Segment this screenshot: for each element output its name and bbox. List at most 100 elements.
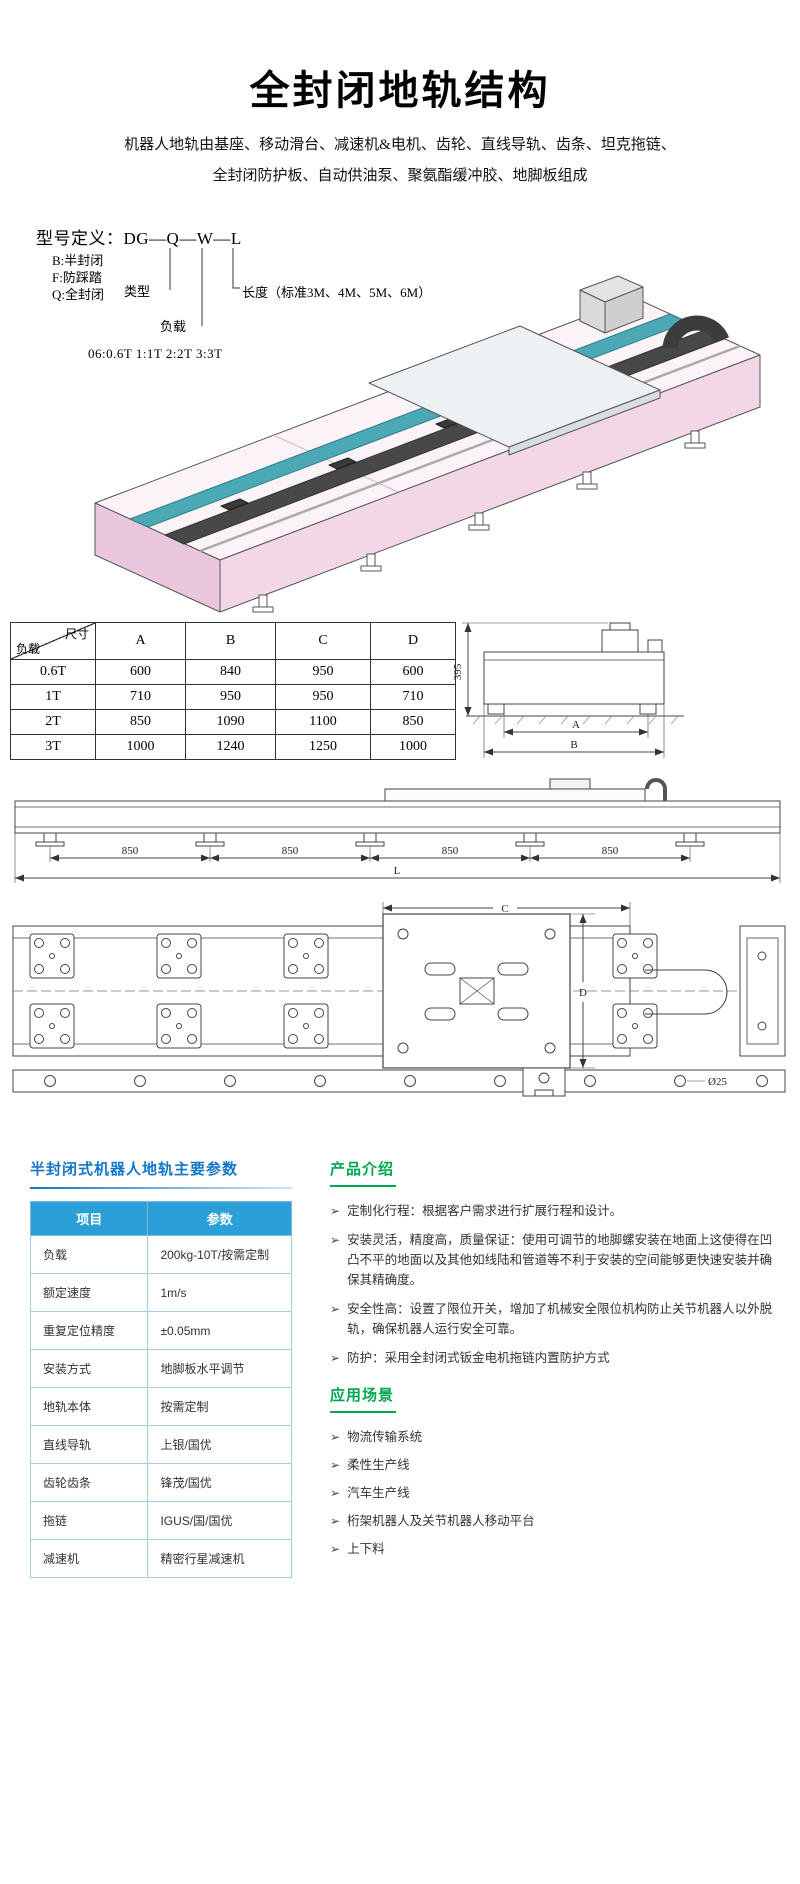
param-item: 重复定位精度 — [29, 1311, 149, 1350]
param-item: 减速机 — [29, 1539, 149, 1578]
param-value: 按需定制 — [147, 1387, 292, 1426]
scenario-item-text: 上下料 — [347, 1542, 385, 1556]
anchor-bolt-holes — [44, 1075, 768, 1087]
carriage-plate — [384, 788, 646, 802]
param-item: 额定速度 — [29, 1273, 149, 1312]
table-cell: 1250 — [275, 734, 371, 760]
foot — [684, 430, 706, 449]
elevation-drawing: 850 850 850 850 L — [5, 776, 795, 899]
scenario-item: ➢ 汽车生产线 — [330, 1483, 778, 1503]
arrow-bullet-icon: ➢ — [330, 1204, 341, 1218]
column-header-c: C — [275, 622, 371, 660]
length-label: 长度（标准3M、4M、5M、6M） — [242, 285, 432, 300]
scenario-item: ➢ 桁架机器人及关节机器人移动平台 — [330, 1511, 778, 1531]
green-divider — [330, 1411, 396, 1413]
param-item: 地轨本体 — [29, 1387, 149, 1426]
anchor-base-strip — [12, 1069, 786, 1093]
green-divider — [330, 1185, 396, 1187]
table-cell: 600 — [95, 659, 186, 685]
param-row: 减速机精密行星减速机 — [29, 1539, 292, 1578]
param-value: ±0.05mm — [147, 1311, 292, 1350]
dim-label-850: 850 — [122, 845, 139, 857]
table-cell: 1100 — [275, 709, 371, 735]
row-load-label: 3T — [10, 734, 96, 760]
table-cell: 950 — [275, 684, 371, 710]
dimension-table-corner: 尺寸 负载 — [10, 622, 96, 660]
type-option-b: B:半封闭 — [52, 253, 104, 268]
dim-label-c: C — [501, 903, 508, 915]
param-value: 锋茂/国优 — [147, 1463, 292, 1502]
corner-label-load: 负载 — [16, 642, 41, 656]
dim-label-850: 850 — [282, 845, 299, 857]
dim-label-d: D — [579, 987, 587, 999]
scenario-item: ➢ 柔性生产线 — [330, 1455, 778, 1475]
foot — [515, 832, 545, 847]
page-subtitle: 机器人地轨由基座、移动滑台、减速机&电机、齿轮、直线导轨、齿条、坦克拖链、 全封… — [0, 130, 800, 192]
column-header-d: D — [370, 622, 456, 660]
arrow-bullet-icon: ➢ — [330, 1233, 341, 1247]
dim-label-b: B — [570, 739, 577, 751]
param-value: 地脚板水平调节 — [147, 1349, 292, 1388]
model-definition: 型号定义：DG—Q—W—L B:半封闭 F:防踩踏 Q:全封闭 类型 负载 长度… — [30, 224, 470, 376]
plan-view-svg: C D Ø25 — [12, 902, 786, 1097]
foot — [35, 832, 65, 847]
dim-label-a: A — [572, 719, 580, 731]
dim-label-l: L — [394, 865, 401, 877]
arrow-bullet-icon: ➢ — [330, 1302, 341, 1316]
load-codes: 06:0.6T 1:1T 2:2T 3:3T — [88, 346, 223, 361]
param-row: 齿轮齿条锋茂/国优 — [29, 1463, 292, 1502]
foot — [576, 471, 598, 490]
param-item: 齿轮齿条 — [29, 1463, 149, 1502]
table-row: 3T 1000 1240 1250 1000 — [10, 734, 456, 760]
chain-bend — [645, 778, 667, 801]
isometric-rail-svg — [94, 275, 761, 613]
intro-item-text: 防护：采用全封闭式钣金电机拖链内置防护方式 — [347, 1351, 610, 1365]
linear-guide-rail — [199, 344, 741, 553]
scenarios-title: 应用场景 — [330, 1387, 395, 1404]
param-value: 上银/国优 — [147, 1425, 292, 1464]
row-load-label: 0.6T — [10, 659, 96, 685]
table-cell: 710 — [370, 684, 456, 710]
mounting-plate — [156, 1003, 202, 1049]
param-header-value: 参数 — [147, 1201, 292, 1236]
subtitle-line-2: 全封闭防护板、自动供油泵、聚氨酯缓冲胶、地脚板组成 — [212, 168, 588, 184]
introduction-section: 产品介绍 ➢ 定制化行程：根据客户需求进行扩展行程和设计。 ➢ 安装灵活，精度高… — [330, 1158, 778, 1567]
param-row: 安装方式地脚板水平调节 — [29, 1349, 292, 1388]
dim-label-850: 850 — [442, 845, 459, 857]
introduction-list: ➢ 定制化行程：根据客户需求进行扩展行程和设计。 ➢ 安装灵活，精度高，质量保证… — [330, 1201, 778, 1368]
intro-item-text: 安全性高：设置了限位开关，增加了机械安全限位机构防止关节机器人以外脱轨，确保机器… — [347, 1302, 773, 1336]
dimension-table-header-row: 尺寸 负载 A B C D — [10, 622, 456, 660]
table-cell: 840 — [185, 659, 276, 685]
table-row: 0.6T 600 840 950 600 — [10, 659, 456, 685]
scenarios-list: ➢ 物流传输系统 ➢ 柔性生产线 ➢ 汽车生产线 ➢ 桁架机器人及关节机器人移动… — [330, 1427, 778, 1559]
page-title: 全封闭地轨结构 — [249, 69, 551, 113]
intro-item-text: 定制化行程：根据客户需求进行扩展行程和设计。 — [347, 1204, 623, 1218]
param-item: 拖链 — [29, 1501, 149, 1540]
table-cell: 1090 — [185, 709, 276, 735]
dimension-table: 尺寸 负载 A B C D 0.6T 600 840 950 600 1T 71… — [10, 622, 456, 760]
type-option-q: Q:全封闭 — [52, 287, 105, 302]
param-item: 安装方式 — [29, 1349, 149, 1388]
dim-label-850: 850 — [602, 845, 619, 857]
end-view-drawing: 395 A B — [452, 610, 702, 775]
scenario-item-text: 柔性生产线 — [347, 1458, 410, 1472]
foot — [675, 832, 705, 847]
foot — [468, 512, 490, 531]
intro-item: ➢ 定制化行程：根据客户需求进行扩展行程和设计。 — [330, 1201, 778, 1221]
mounting-plate — [29, 933, 75, 979]
mounting-plate — [283, 933, 329, 979]
param-item: 直线导轨 — [29, 1425, 149, 1464]
scenario-item-text: 物流传输系统 — [347, 1430, 423, 1444]
diameter-label: Ø25 — [708, 1076, 727, 1088]
load-label: 负载 — [160, 319, 187, 334]
foot — [355, 832, 385, 847]
rail-body — [14, 800, 781, 834]
intro-item: ➢ 安全性高：设置了限位开关，增加了机械安全限位机构防止关节机器人以外脱轨，确保… — [330, 1299, 778, 1339]
parameters-header-row: 项目 参数 — [29, 1201, 292, 1236]
param-item: 负载 — [29, 1235, 149, 1274]
